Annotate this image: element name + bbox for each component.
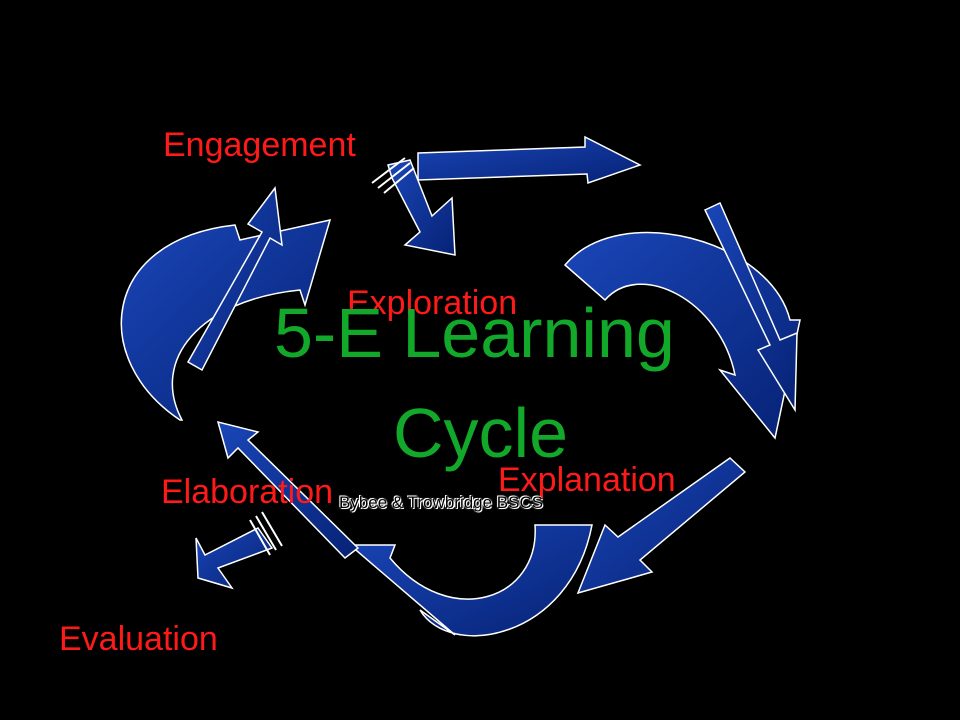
straight-arrow-bottom-up	[216, 420, 360, 560]
straight-arrow-top	[417, 135, 642, 185]
straight-arrow-left-up	[186, 186, 283, 372]
phase-label-exploration: Exploration	[347, 284, 518, 322]
arrow-tail-stripes-2	[249, 511, 283, 556]
title-line-2: Cycle	[393, 394, 569, 472]
phase-label-engagement: Engagement	[163, 126, 356, 164]
phase-label-evaluation: Evaluation	[59, 620, 218, 658]
arrow-tail-stripes-1	[371, 157, 415, 194]
straight-arrow-bottom-right	[576, 457, 747, 595]
curved-arrow-left	[120, 218, 332, 421]
short-arrow-elaboration	[195, 527, 274, 590]
straight-arrow-right-down	[703, 201, 798, 413]
short-arrow-engagement	[387, 159, 456, 256]
curved-arrow-bottom	[347, 524, 593, 637]
credit-text: Bybee & Trowbridge BSCS	[339, 493, 544, 512]
title-line-1: 5-E Learning	[274, 294, 675, 372]
phase-label-explanation: Explanation	[498, 461, 676, 499]
phase-label-elaboration: Elaboration	[161, 473, 334, 511]
